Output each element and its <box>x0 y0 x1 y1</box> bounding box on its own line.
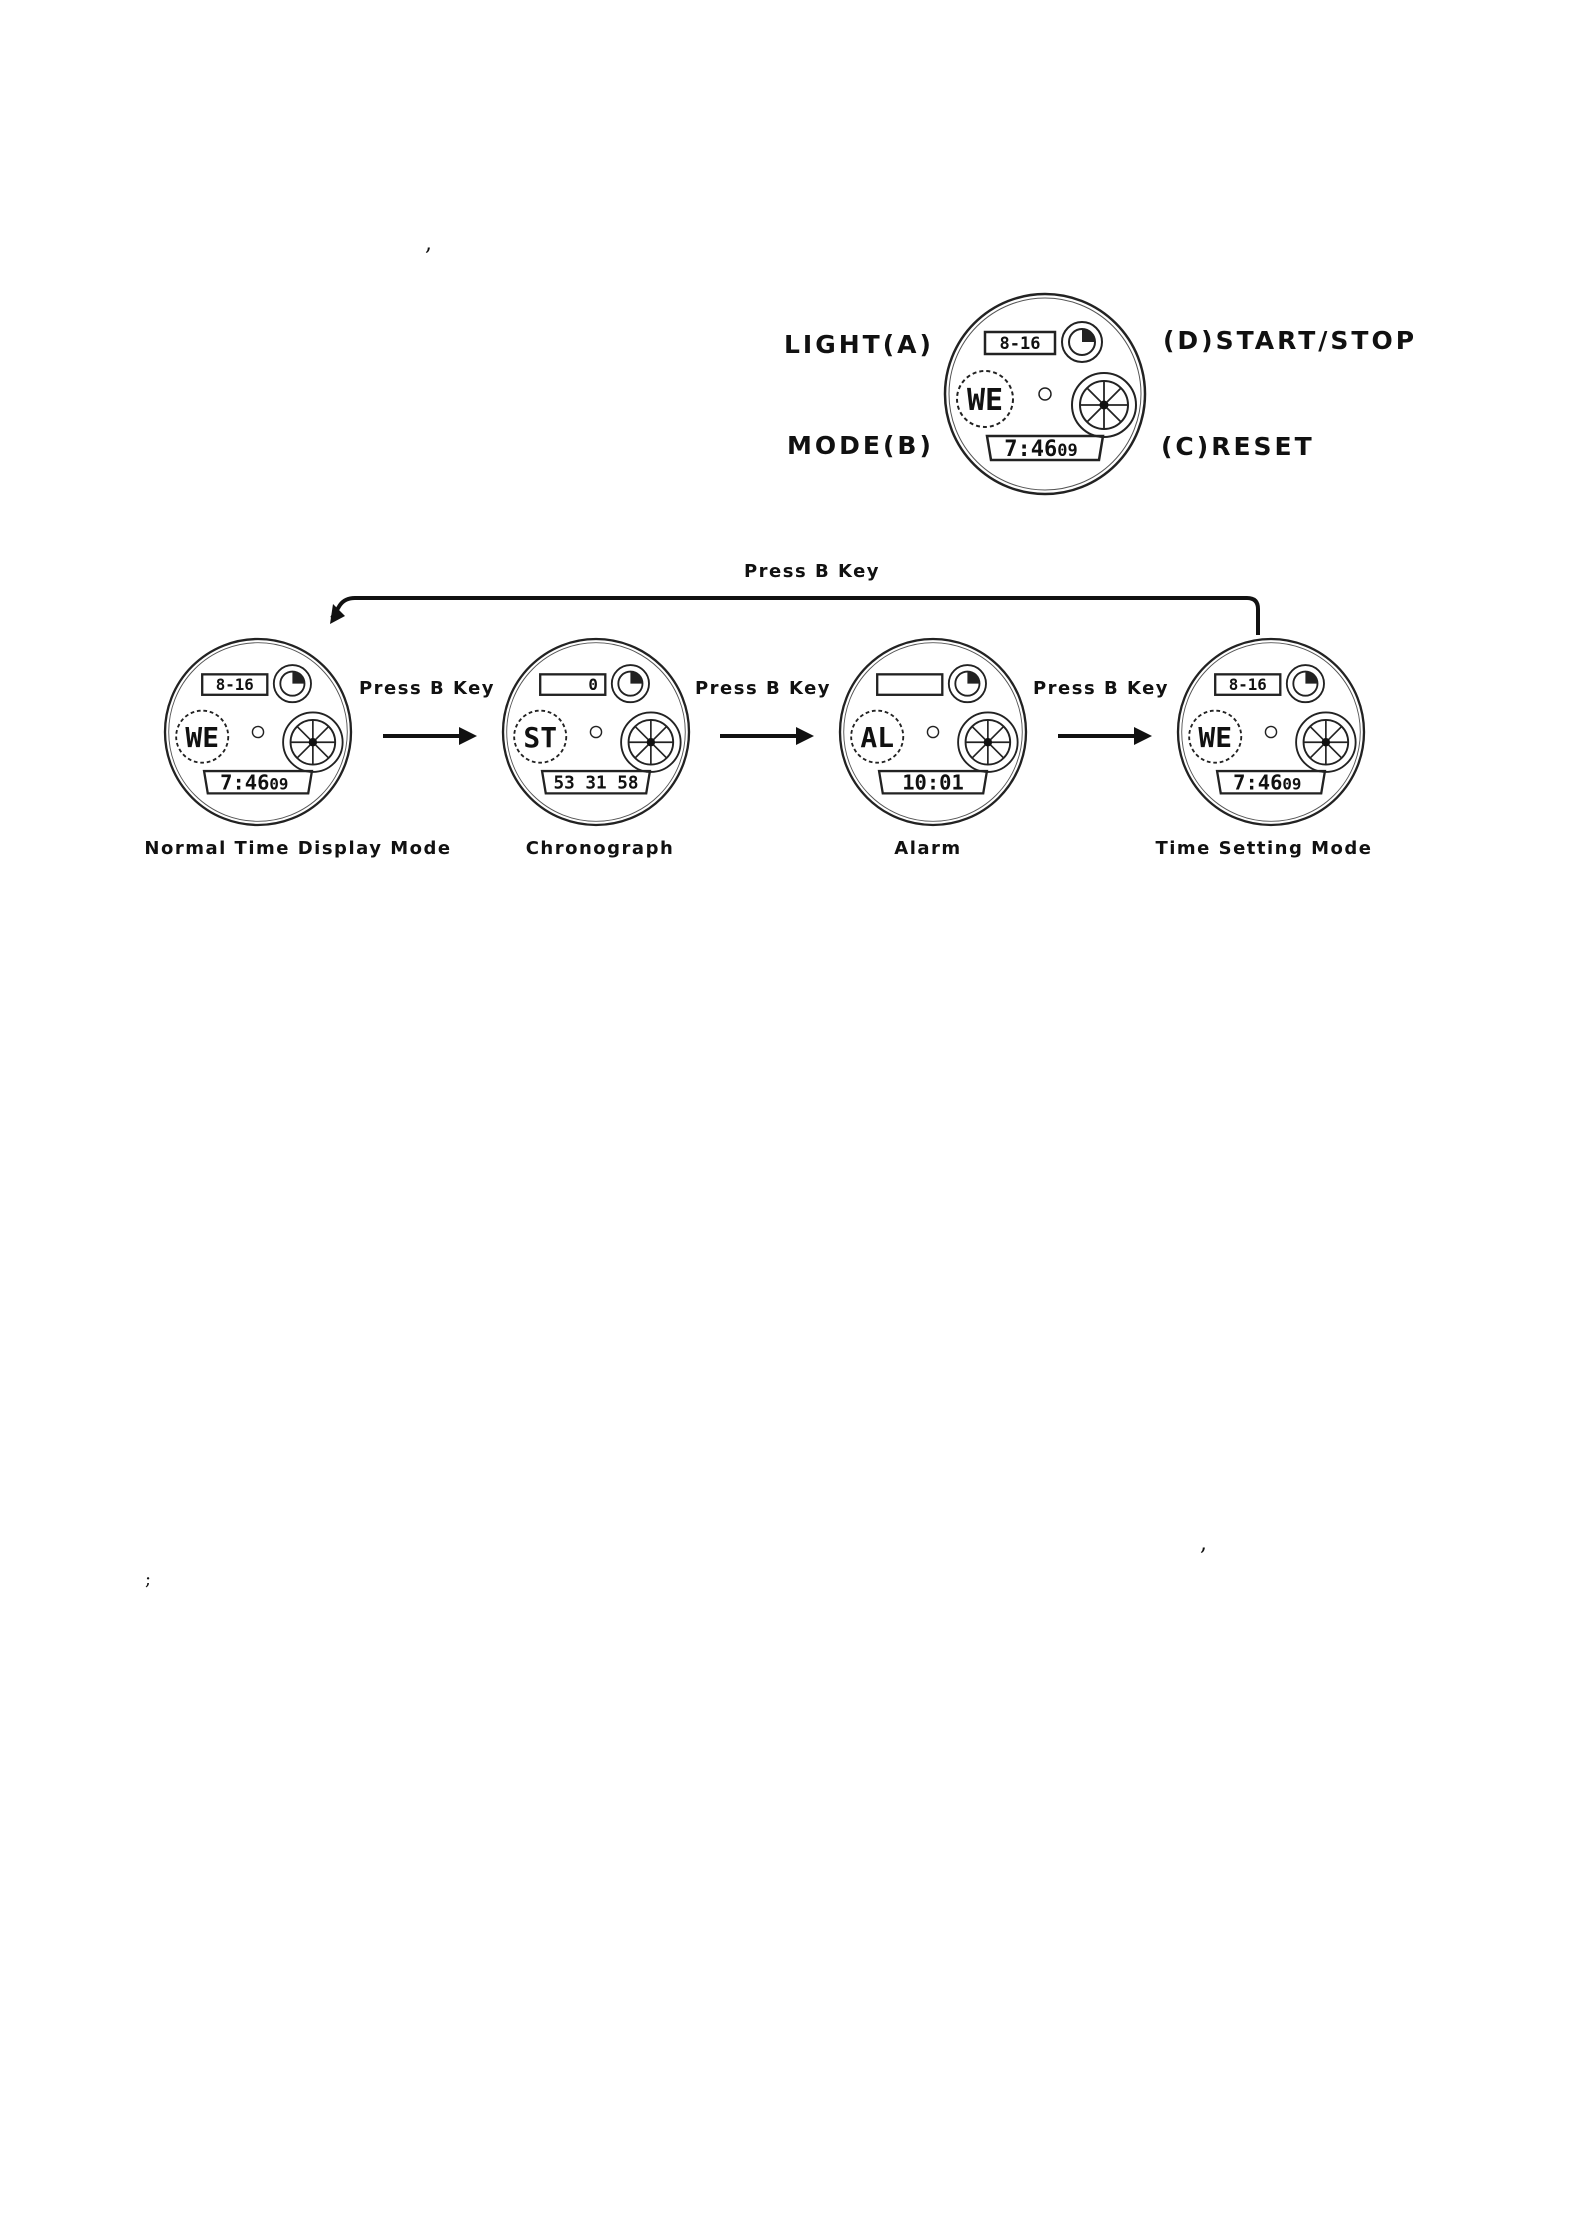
mode-face-chronograph-time: 53 31 58 <box>553 774 638 794</box>
mode-label-alarm: Alarm <box>894 838 961 859</box>
main-watch-face: 8-16 WE 7:4609 <box>945 294 1145 494</box>
stray-comma-top: , <box>425 231 432 256</box>
mode-cycle-loop: Press B Key <box>330 561 1258 635</box>
mode-face-normal-date: 8-16 <box>216 675 254 694</box>
main-watch-date: 8-16 <box>1000 334 1041 354</box>
mode-label-normal: Normal Time Display Mode <box>144 838 451 859</box>
mode-face-chronograph-center: ST <box>523 721 557 754</box>
mode-face-chronograph: 0 ST 53 31 58 Chronograph <box>503 639 689 859</box>
mode-face-time-setting: 8-16 WE 7:4609 Time Setting Mode <box>1155 639 1372 859</box>
mode-face-chronograph-top: 0 <box>588 675 598 694</box>
step-arrow-1-label: Press B Key <box>359 678 495 699</box>
step-arrow-1: Press B Key <box>359 678 495 745</box>
mode-label-time-setting: Time Setting Mode <box>1155 838 1372 859</box>
loop-press-b-label: Press B Key <box>744 561 880 582</box>
main-watch-day: WE <box>967 383 1003 418</box>
stray-comma-bottom: , <box>1200 1531 1207 1556</box>
mode-face-alarm-center: AL <box>860 721 894 754</box>
mode-face-time-setting-center: WE <box>1198 721 1232 754</box>
light-button-label: LIGHT(A) <box>784 330 934 359</box>
main-watch-diagram: 8-16 WE 7:4609 LIGHT(A) MODE(B) (D)START… <box>784 294 1417 494</box>
step-arrow-2: Press B Key <box>695 678 831 745</box>
step-arrow-3: Press B Key <box>1033 678 1169 745</box>
mode-label-chronograph: Chronograph <box>526 838 675 859</box>
mode-face-alarm: AL 10:01 Alarm <box>840 639 1026 859</box>
step-arrow-2-label: Press B Key <box>695 678 831 699</box>
mode-face-normal-center: WE <box>185 721 219 754</box>
mode-face-normal-time: 7:4609 <box>220 771 288 795</box>
start-stop-button-label: (D)START/STOP <box>1163 326 1417 355</box>
stray-semicolon: ; <box>145 1569 151 1590</box>
reset-button-label: (C)RESET <box>1161 432 1315 461</box>
mode-face-time-setting-time: 7:4609 <box>1233 771 1301 795</box>
mode-face-normal: 8-16 WE 7:4609 Normal Time Display Mode <box>144 639 451 859</box>
step-arrow-3-label: Press B Key <box>1033 678 1169 699</box>
main-watch-time: 7:4609 <box>1004 437 1077 462</box>
loop-arrow-line <box>332 598 1258 635</box>
mode-button-label: MODE(B) <box>787 431 934 460</box>
mode-face-time-setting-date: 8-16 <box>1229 675 1267 694</box>
mode-face-alarm-time: 10:01 <box>902 771 964 795</box>
